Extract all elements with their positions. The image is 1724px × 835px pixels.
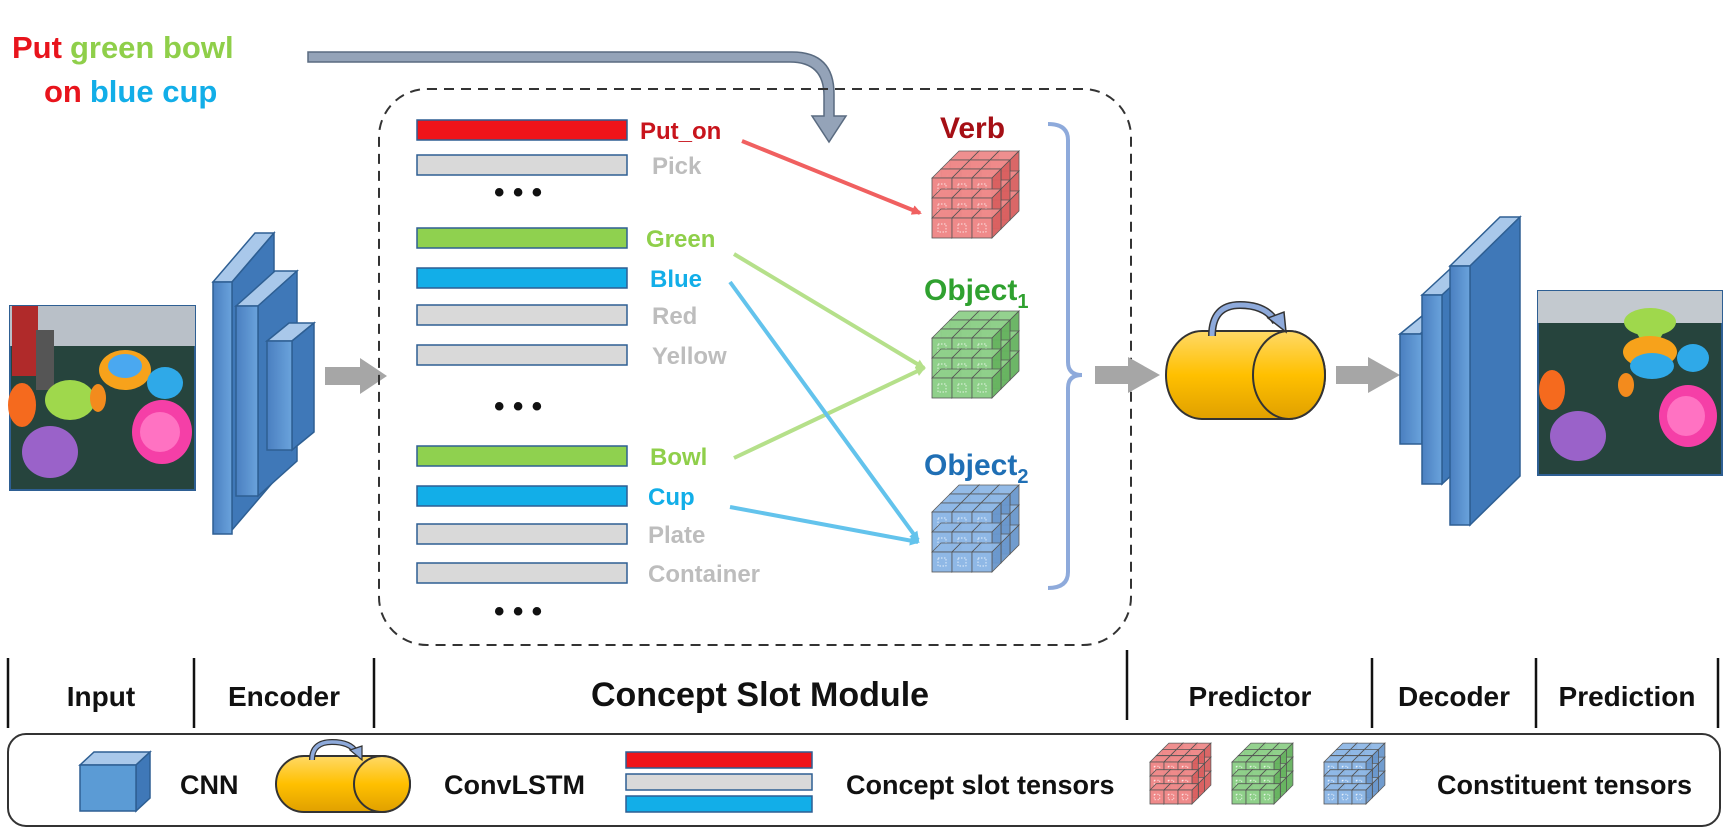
decoder-network: [1397, 215, 1522, 527]
stage-label-input: Input: [67, 681, 135, 712]
stage-dividers: [6, 650, 1720, 728]
arrow-encoder-to-module: [325, 358, 387, 394]
slot-connections: [728, 139, 926, 546]
constituent-name-2: Object: [924, 274, 1017, 307]
legend-concept-slot-icon: [625, 751, 813, 813]
stage-label-prediction: Prediction: [1559, 681, 1696, 712]
slot-label-pick: Pick: [652, 153, 702, 180]
constituent-name-1: Verb: [940, 112, 1005, 145]
legend-convlstm-label: ConvLSTM: [444, 770, 585, 800]
slot-bar-cup: [416, 485, 628, 507]
slot-bar-pick: [416, 154, 628, 176]
legend-cubes-1: [1149, 742, 1212, 805]
slot-bar-container: [416, 562, 628, 584]
instruction-blue-cup: blue cup: [90, 74, 217, 109]
slot-bar-bowl: [416, 445, 628, 467]
slot-bar-yellow: [416, 344, 628, 366]
stage-label-concept-slot-module: Concept Slot Module: [591, 676, 929, 714]
constituent-label-3: Object2: [924, 449, 1028, 488]
constituent-cubes-2: [931, 310, 1020, 399]
stage-labels: Input Encoder Concept Slot Module Predictor…: [67, 676, 1696, 714]
instruction-arrow-body: [307, 51, 848, 144]
legend-concept-slot-label: Concept slot tensors: [846, 770, 1115, 800]
instruction-green-bowl: green bowl: [70, 30, 234, 65]
slot-ellipsis-1: • • •: [494, 176, 542, 209]
slot-label-container: Container: [648, 561, 760, 588]
slot-label-bowl: Bowl: [650, 444, 707, 471]
slot-label-put-on: Put_on: [640, 118, 721, 145]
connection-bowl-to-object1: [733, 366, 926, 460]
slot-ellipsis-2: • • •: [494, 390, 542, 423]
legend-cubes-3: [1323, 742, 1386, 805]
stage-label-decoder: Decoder: [1398, 681, 1510, 712]
slot-label-yellow: Yellow: [652, 343, 727, 370]
stage-label-predictor: Predictor: [1189, 681, 1312, 712]
legend-cnn-label: CNN: [180, 770, 239, 800]
concept-slot-list: Put_onPickGreenBlueRedYellowBowlCupPlate…: [416, 118, 760, 588]
encoder-network: [211, 230, 317, 535]
constituent-name-3: Object: [924, 449, 1017, 482]
constituent-subscript-3: 2: [1017, 466, 1028, 488]
slot-bar-red: [416, 304, 628, 326]
connection-blue-to-object2: [728, 280, 920, 542]
legend-constituent-icon: [1149, 742, 1386, 805]
stage-label-encoder: Encoder: [228, 681, 340, 712]
constituent-cubes-3: [931, 484, 1020, 573]
constituent-label-2: Object1: [924, 274, 1028, 313]
legend-convlstm-icon: [275, 738, 411, 813]
slot-bar-plate: [416, 523, 628, 545]
slot-bar-green: [416, 227, 628, 249]
slot-label-red: Red: [652, 303, 697, 330]
legend-cnn-icon: [78, 750, 152, 813]
slot-label-blue: Blue: [650, 266, 702, 293]
connection-put-on-to-verb: [741, 139, 922, 215]
legend-constituent-label: Constituent tensors: [1437, 770, 1692, 800]
input-image: [8, 305, 196, 491]
prediction-image: [1537, 290, 1723, 476]
constituent-subscript-2: 1: [1017, 291, 1028, 313]
slot-label-cup: Cup: [648, 484, 695, 511]
instruction-on: on: [44, 74, 82, 109]
arrow-predictor-to-decoder: [1336, 357, 1400, 393]
legend-cubes-2: [1231, 742, 1294, 805]
slot-label-green: Green: [646, 226, 715, 253]
constituent-cubes-1: [931, 150, 1020, 239]
arrow-module-to-predictor: [1095, 357, 1160, 393]
slot-bar-put-on: [416, 119, 628, 141]
slot-label-plate: Plate: [648, 522, 705, 549]
connection-cup-to-object2: [729, 505, 920, 546]
slot-ellipsis-3: • • •: [494, 595, 542, 628]
slot-ellipses: • • • • • • • • •: [494, 176, 542, 628]
predictor-convlstm: [1165, 300, 1326, 420]
constituent-label-1: Verb: [940, 112, 1005, 145]
connection-green-to-object1: [732, 252, 926, 370]
instruction-put: Put: [12, 30, 62, 65]
constituent-bracket: [1047, 122, 1083, 590]
slot-bar-blue: [416, 267, 628, 289]
